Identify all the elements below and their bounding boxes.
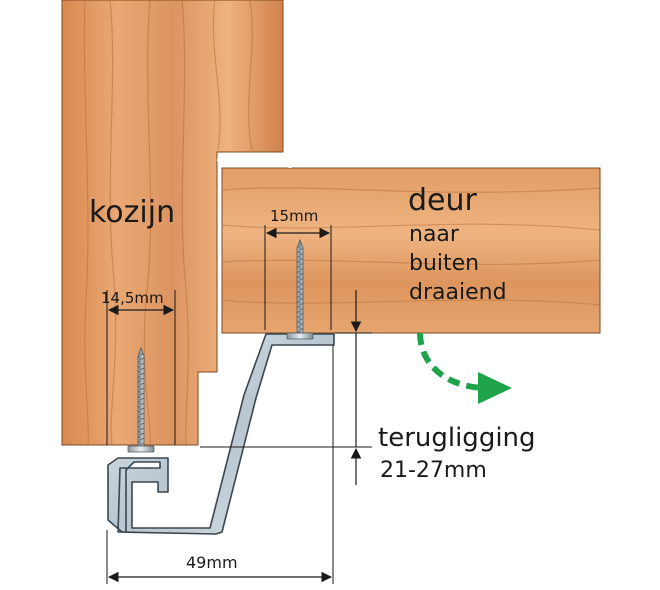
door-screw [286, 238, 314, 340]
dim-profile-width-label: 49mm [186, 553, 238, 572]
curved-dashed-arrow-icon [417, 332, 512, 404]
dim-recess [200, 290, 372, 485]
door-wood [221, 167, 601, 334]
frame-screw [127, 346, 155, 453]
dim-door-screw-label: 15mm [270, 207, 318, 225]
dim-door-screw [264, 225, 332, 330]
hinge-profile [107, 333, 335, 535]
door-line2-label: buiten [409, 251, 479, 276]
door-line1-label: naar [409, 222, 460, 247]
dim-profile-width [106, 345, 334, 584]
recess-range-label: 21-27mm [380, 458, 487, 483]
door-title-label: deur [408, 183, 478, 218]
frame-label: kozijn [89, 195, 175, 230]
recess-title-label: terugligging [378, 423, 536, 453]
dim-frame-screw [106, 290, 176, 445]
door-line3-label: draaiend [409, 280, 507, 305]
dim-frame-screw-label: 14,5mm [101, 289, 164, 307]
